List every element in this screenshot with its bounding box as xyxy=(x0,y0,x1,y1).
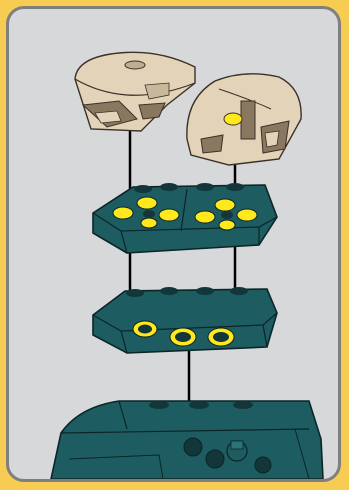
teal-plate-2x4-lower xyxy=(93,287,277,353)
tan-curved-brick-right xyxy=(187,74,301,165)
teal-plate-2x4-upper xyxy=(93,183,277,253)
instruction-panel xyxy=(6,6,341,482)
tan-curved-brick-left xyxy=(75,52,195,131)
teal-base-assembly xyxy=(51,401,323,479)
assembly-illustration xyxy=(9,9,338,479)
